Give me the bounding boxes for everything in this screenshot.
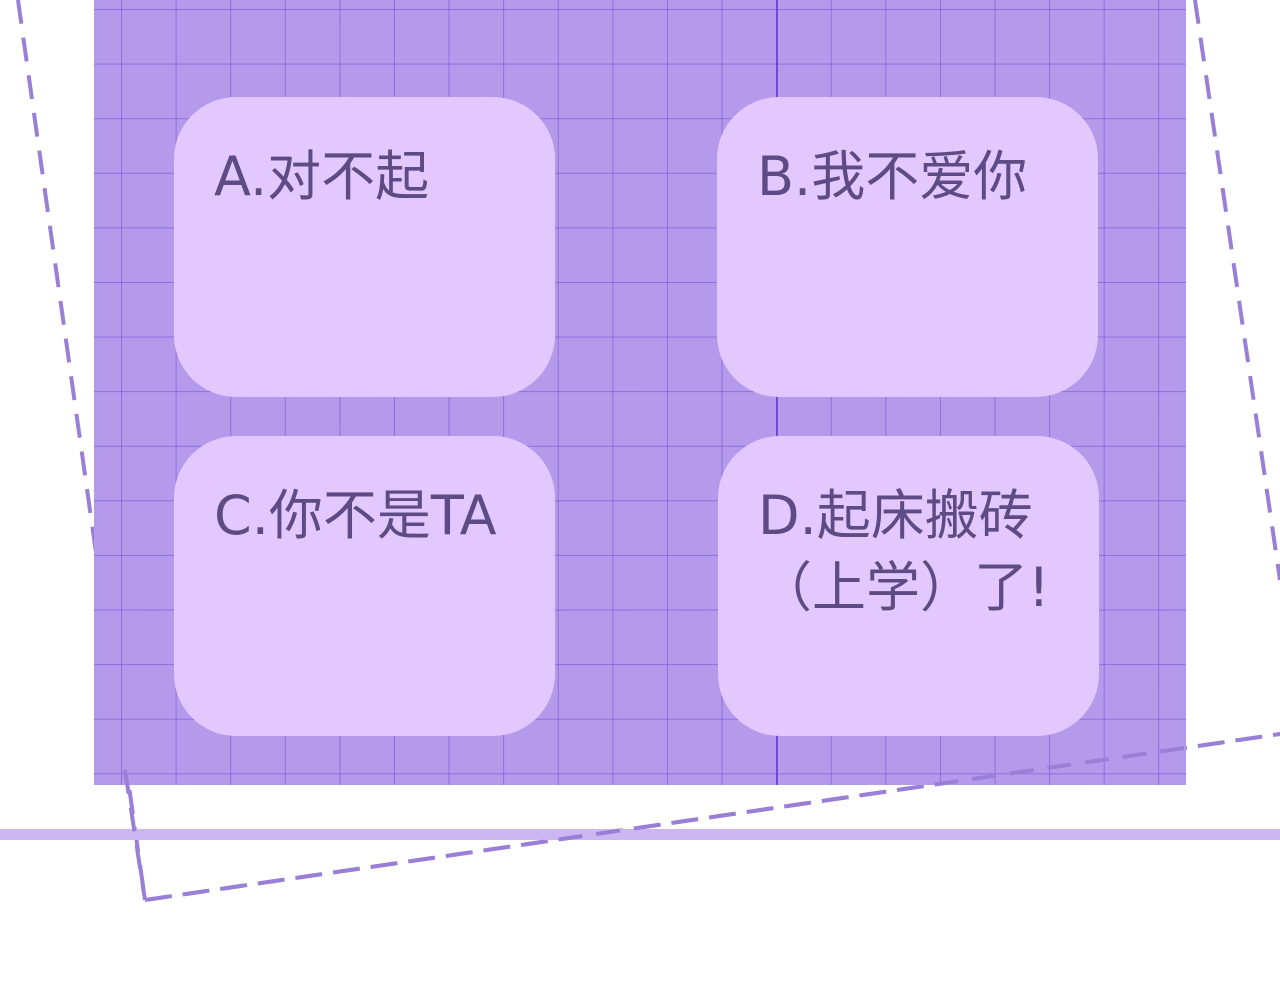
option-c-card[interactable]: C.你不是TA xyxy=(174,436,555,736)
option-a-card[interactable]: A.对不起 xyxy=(174,97,555,397)
option-c-label: C.你不是TA xyxy=(214,484,497,547)
option-a-label: A.对不起 xyxy=(214,145,430,208)
option-d-card[interactable]: D.起床搬砖（上学）了! xyxy=(718,436,1099,736)
option-b-label: B.我不爱你 xyxy=(757,145,1028,208)
option-b-card[interactable]: B.我不爱你 xyxy=(717,97,1098,397)
option-d-label: D.起床搬砖（上学）了! xyxy=(758,484,1050,619)
bottom-divider-band xyxy=(0,829,1280,840)
